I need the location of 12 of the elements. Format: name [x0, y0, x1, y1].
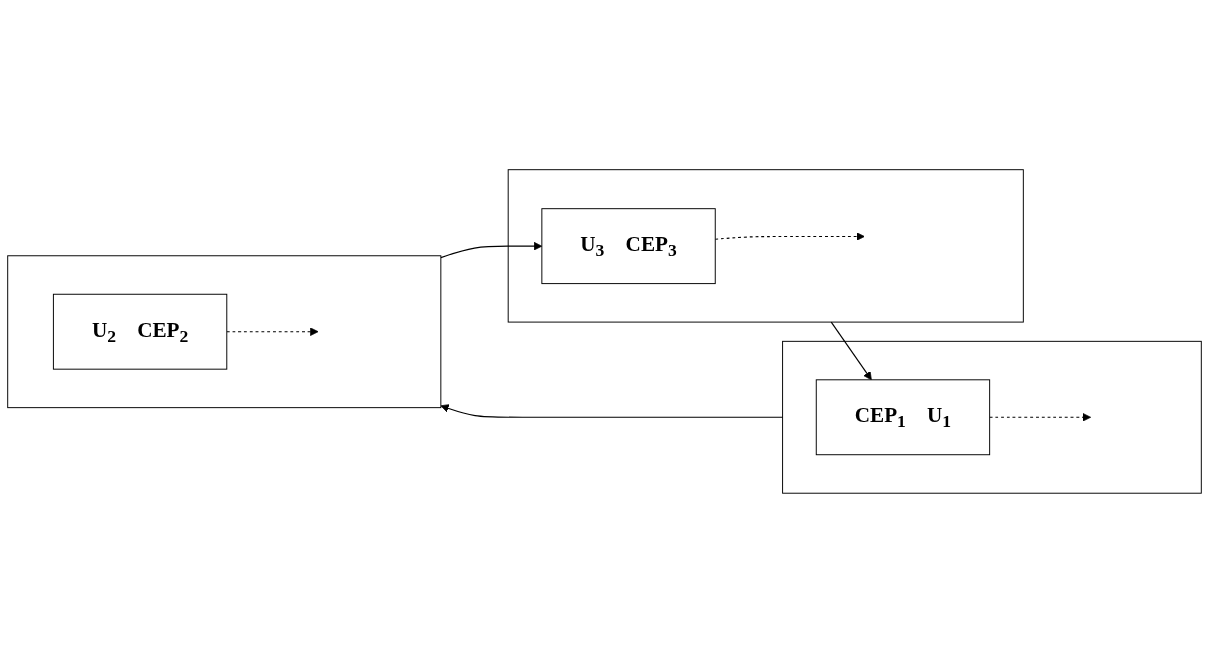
- arrow: [989, 412, 1092, 422]
- arrow: [226, 327, 319, 336]
- node-box: U$_{3}$ CEP$_{3}$: [541, 207, 716, 284]
- arrow: [440, 403, 784, 418]
- cluster: [507, 168, 1024, 323]
- node-box: U$_{2}$ CEP$_{2}$: [52, 293, 228, 370]
- arrow: [830, 321, 872, 380]
- node-box: CEP$_{1}$ U$_{1}$: [815, 378, 991, 455]
- arrow: [714, 231, 865, 241]
- cluster: [7, 254, 442, 408]
- cluster: [782, 340, 1202, 494]
- arrow: [440, 241, 543, 258]
